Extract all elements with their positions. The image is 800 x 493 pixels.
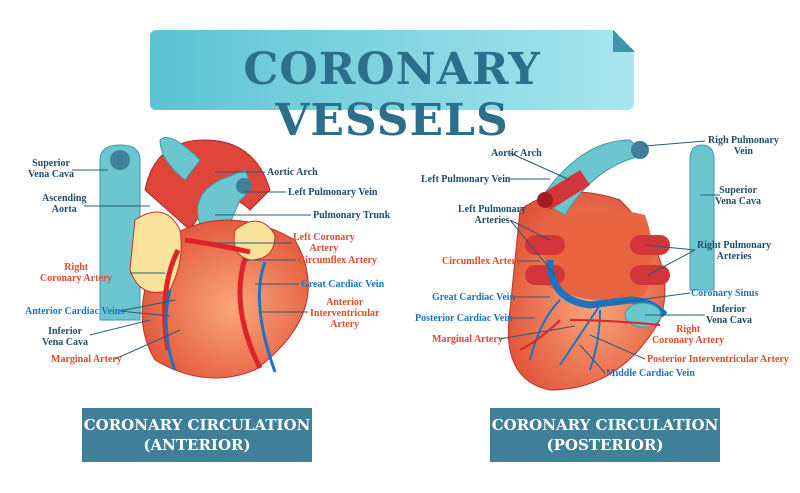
caption-line: (ANTERIOR) (143, 436, 251, 454)
label-anterior-cardiac-veins: Anterior Cardiac Veins (25, 306, 125, 317)
label-line: Artery (330, 319, 360, 330)
label-great-cardiac-vein-posterior: Great Cardiac Vein (432, 292, 516, 303)
label-line: Inferior (48, 326, 82, 337)
label-line: Left Coronary (293, 232, 355, 243)
caption-line: (POSTERIOR) (546, 436, 664, 454)
label-line: Left Pulmonary (458, 204, 527, 215)
label-coronary-sinus: Coronary Sinus (691, 288, 759, 299)
label-line: Arteries (716, 251, 752, 262)
label-line: Superior (32, 158, 70, 169)
label-line: Superior (719, 185, 757, 196)
label-line: Anterior (326, 297, 364, 308)
label-aortic-arch: Aortic Arch (267, 167, 318, 178)
label-line: Vena Cava (42, 337, 89, 348)
label-posterior-cardiac-vein: Posterior Cardiac Vein (415, 313, 513, 324)
caption-anterior: CORONARY CIRCULATION (ANTERIOR) (82, 408, 312, 462)
label-marginal-artery-posterior: Marginal Artery (432, 334, 503, 345)
label-line: Vena Cava (715, 196, 762, 207)
leader-lines (72, 140, 720, 374)
caption-line: CORONARY CIRCULATION (83, 416, 311, 434)
label-marginal-artery: Marginal Artery (51, 354, 122, 365)
label-line: Artery (309, 243, 339, 254)
caption-posterior: CORONARY CIRCULATION (POSTERIOR) (490, 408, 720, 462)
label-left-pulmonary-vein-posterior: Left Pulmonary Vein (421, 174, 511, 185)
caption-line: CORONARY CIRCULATION (491, 416, 719, 434)
page-title: CORONARY VESSELS (243, 44, 541, 146)
label-circumflex-artery-posterior: Circumflex Artery (442, 256, 521, 267)
label-line: Arteries (474, 215, 510, 226)
banner-fold (613, 30, 635, 52)
label-circumflex-artery: Circumflex Artery (298, 255, 377, 266)
label-posterior-interventricular-artery: Posterior Interventricular Artery (647, 354, 789, 365)
label-pulmonary-trunk: Pulmonary Trunk (313, 210, 391, 221)
label-line: Aorta (51, 204, 77, 215)
label-line: Right Pulmonary (697, 240, 772, 251)
label-line: Inferior (712, 304, 746, 315)
label-line: Right (676, 324, 701, 335)
label-line: Coronary Artery (652, 335, 725, 346)
label-line: Vena Cava (28, 169, 75, 180)
label-line: Right (64, 262, 89, 273)
label-middle-cardiac-vein: Middle Cardiac Vein (606, 368, 695, 379)
label-great-cardiac-vein: Great Cardiac Vein (301, 279, 385, 290)
label-line: Interventricular (310, 308, 380, 319)
label-aortic-arch-posterior: Aortic Arch (491, 148, 542, 159)
posterior-heart (507, 139, 715, 391)
label-line: Coronary Artery (40, 273, 113, 284)
label-line: Ascending (42, 193, 87, 204)
label-line: Vein (733, 146, 753, 157)
label-line: Vena Cava (706, 315, 753, 326)
title-banner: CORONARY VESSELS (150, 30, 635, 146)
label-left-pulmonary-vein: Left Pulmonary Vein (288, 187, 378, 198)
label-line: Righ Pulmonary (708, 135, 779, 146)
